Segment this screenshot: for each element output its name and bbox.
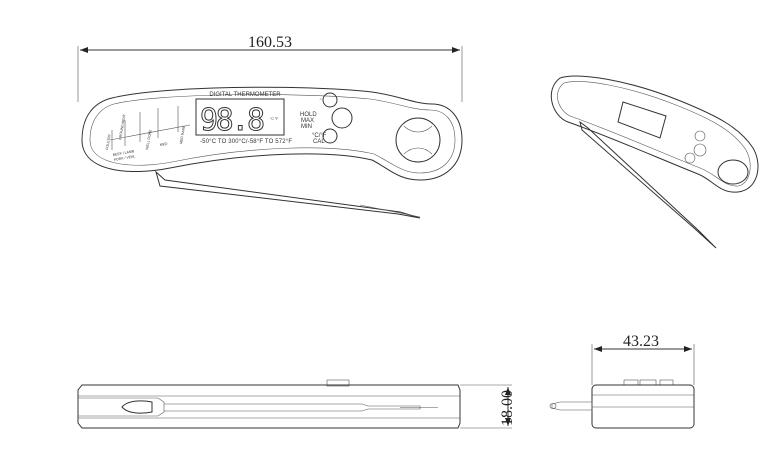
bottle-opener-notch <box>403 125 433 155</box>
iso-button-1 <box>694 130 706 142</box>
length-dimension: 160.53 <box>248 34 292 51</box>
lcd-display <box>195 98 285 136</box>
display-title: DIGITAL THERMOMETER <box>209 92 281 98</box>
hold-label: HOLD <box>300 112 317 118</box>
iso-body-outline <box>550 75 759 193</box>
temperature-range-text: -50°C TO 300°C/-58°F TO 572°F <box>200 139 292 145</box>
front-view: 160.53 DIGITAL THERMOMETER 98.8 °C °F -5… <box>77 34 463 219</box>
side-probe-handle <box>121 400 153 414</box>
food-label-ground-meat: GROUND MEAT <box>118 113 127 140</box>
hold-max-min-button[interactable] <box>331 107 353 129</box>
light-bulb-icon: ☼ <box>319 97 322 101</box>
food-guide: POULTRY GROUND MEAT BEEF / LAMB PORK / V… <box>105 106 191 162</box>
end-button-3 <box>659 379 674 386</box>
end-view: 43.23 <box>549 333 695 429</box>
iso-button-2 <box>693 143 707 157</box>
side-button-nub <box>326 379 350 387</box>
side-view: 18.00 <box>77 379 516 429</box>
end-body-outline <box>591 384 695 429</box>
thickness-dimension: 18.00 <box>499 390 516 426</box>
iso-button-3 <box>684 152 696 164</box>
food-label-pork-veal: PORK / VEAL <box>113 154 135 162</box>
end-probe <box>551 401 593 411</box>
min-label: MIN <box>301 124 312 130</box>
isometric-view <box>550 75 759 249</box>
iso-probe <box>579 120 717 249</box>
backlight-button[interactable] <box>322 92 338 108</box>
unit-cal-button[interactable] <box>322 128 338 144</box>
probe <box>155 170 421 219</box>
side-probe-shaft <box>164 403 421 412</box>
end-button-1 <box>623 379 639 386</box>
iso-bottle-opener <box>717 159 749 185</box>
food-label-well-done: WELL DONE <box>145 129 153 151</box>
side-body-outline <box>77 384 461 429</box>
lcd-reading: 98.8 <box>200 103 265 138</box>
body-inner-outline <box>89 94 456 174</box>
width-dimension: 43.23 <box>623 333 659 350</box>
food-label-poultry: POULTRY <box>105 133 112 150</box>
food-label-med: MED <box>159 142 168 147</box>
food-label-beef-lamb: BEEF / LAMB <box>112 149 135 157</box>
end-button-2 <box>639 379 657 386</box>
side-probe-housing <box>78 397 165 417</box>
thermometer-body-outline <box>81 86 463 181</box>
unit-label: °C/°F <box>312 133 327 139</box>
probe-tip <box>359 204 421 218</box>
end-probe-tip <box>549 403 557 409</box>
iso-body-inner <box>557 81 751 187</box>
max-label: MAX <box>301 118 314 124</box>
food-label-med-rare: MED RARE <box>179 125 186 145</box>
unit-symbols: °C °F <box>270 117 278 121</box>
cal-label: CAL <box>313 139 325 145</box>
bottle-opener-ring <box>395 117 441 163</box>
iso-lcd-display <box>617 101 667 139</box>
